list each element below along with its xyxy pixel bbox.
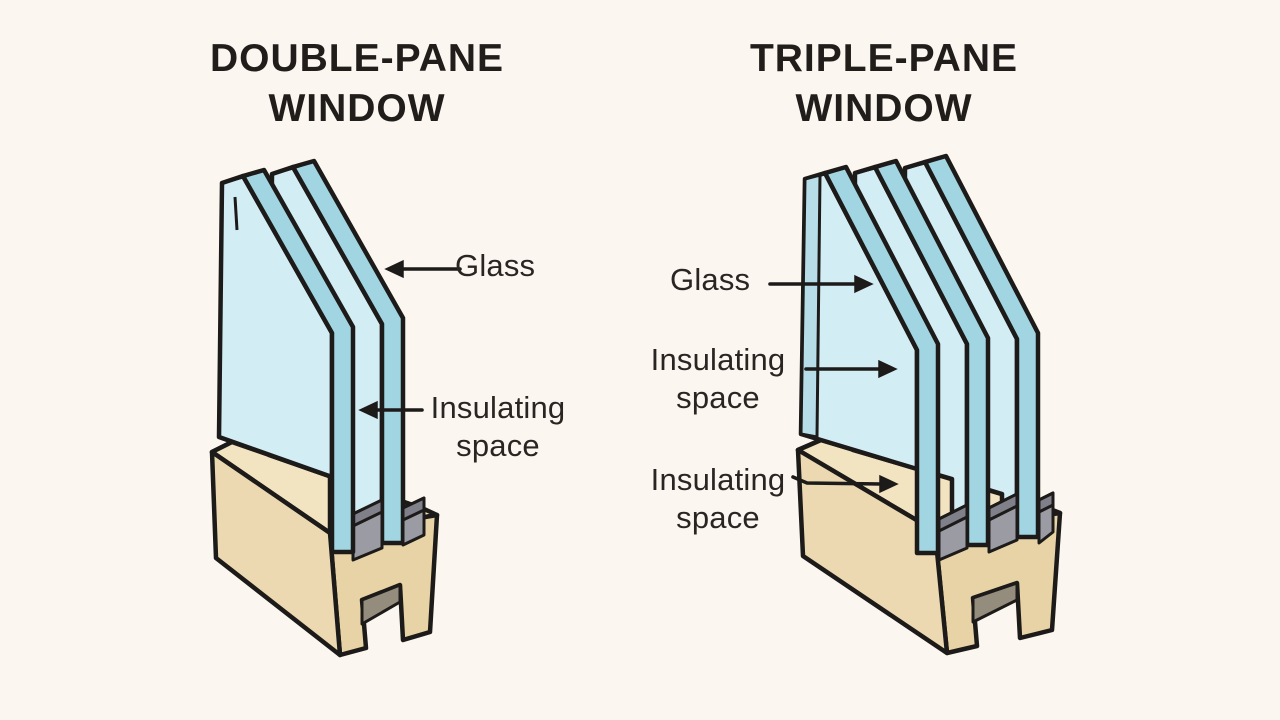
insulating-arrowhead-right-1 xyxy=(878,359,898,379)
double-pane-illustration xyxy=(209,158,440,658)
sill-front-face xyxy=(795,447,950,656)
triple-pane-title-line1: TRIPLE-PANE xyxy=(749,37,1019,80)
insulating-space-label-right-1: Insulating space xyxy=(628,341,808,417)
insulating-space-label-left: Insulating space xyxy=(408,389,588,465)
insulating-arrow-right-2 xyxy=(791,475,883,486)
glass-left-edge-strip xyxy=(799,173,822,439)
insulating-label-line1: Insulating xyxy=(430,390,566,425)
triple-pane-title: TRIPLE-PANE WINDOW xyxy=(684,34,1084,134)
insulating-arrowhead-left xyxy=(358,400,378,420)
glass-pane-rear-top xyxy=(270,159,316,176)
insulating-label-line2: space xyxy=(676,380,760,415)
double-pane-title-line2: WINDOW xyxy=(268,86,446,130)
sill-front-face xyxy=(209,449,343,658)
glass-pane-front-top xyxy=(220,168,266,185)
annotation-arrows xyxy=(358,259,899,494)
insulating-space-label-right-2: Insulating space xyxy=(628,461,808,537)
double-pane-title-line1: DOUBLE-PANE xyxy=(209,37,505,80)
spacer-gap-top xyxy=(1037,491,1055,514)
triple-pane-illustration xyxy=(795,153,1063,656)
glass-label-right: Glass xyxy=(670,262,751,297)
glass-arrowhead-left xyxy=(384,259,404,279)
glass-pane-back-top xyxy=(903,154,948,170)
spacer-gap-top xyxy=(401,496,426,522)
insulating-arrowhead-right-2 xyxy=(879,474,899,494)
glass-arrowhead-right xyxy=(854,274,874,294)
insulating-label-line1: Insulating xyxy=(650,462,786,497)
triple-pane-title-line2: WINDOW xyxy=(795,86,973,130)
glass-highlight-tick xyxy=(233,196,239,231)
double-pane-title: DOUBLE-PANE WINDOW xyxy=(157,34,557,134)
sill-notch-shadow xyxy=(360,583,402,626)
insulating-label-line2: space xyxy=(676,500,760,535)
glass-label-left: Glass xyxy=(455,248,536,283)
insulating-label-line1: Insulating xyxy=(650,342,786,377)
glass-pane-middle-top xyxy=(853,159,898,175)
insulating-label-line2: space xyxy=(456,428,540,463)
sill-notch-shadow xyxy=(971,581,1019,624)
